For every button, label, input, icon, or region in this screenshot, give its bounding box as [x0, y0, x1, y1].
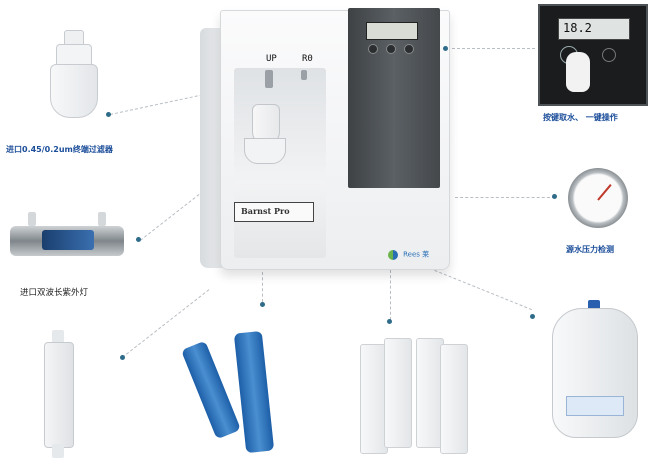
closeup-lcd: 18.2	[558, 18, 630, 40]
pp-cartridge-image	[360, 336, 470, 454]
control-panel	[348, 8, 440, 188]
logo-icon	[388, 249, 398, 260]
uv-lamp-image	[10, 212, 124, 264]
guide-line-membrane	[262, 272, 263, 302]
lcd-reading: 18.2	[563, 21, 592, 35]
collection-cup	[244, 138, 286, 164]
pressure-gauge-image	[568, 168, 628, 228]
ro-membrane-image	[180, 322, 282, 462]
panel-key-3[interactable]	[404, 44, 414, 54]
pp-cartridge-dot	[387, 319, 392, 324]
ro-nozzle[interactable]	[301, 70, 307, 80]
key-operation-dot	[443, 46, 448, 51]
closeup-button-2[interactable]	[602, 48, 616, 62]
cartridge-filter-image	[38, 330, 78, 460]
hand-pointer-icon	[566, 52, 590, 92]
brand-plate: Barnst Pro	[234, 202, 314, 222]
logo-text: Rees 莱	[403, 250, 430, 259]
guide-line-pp	[390, 270, 391, 320]
outlet-ro-label: R0	[302, 54, 313, 64]
brand-plate-text: Barnst Pro	[241, 206, 290, 216]
cartridge-filter-dot	[120, 355, 125, 360]
keypad-closeup: 18.2	[538, 4, 648, 106]
uv-lamp-label: 进口双波长紫外灯	[20, 288, 89, 298]
terminal-filter-label: 进口0.45/0.2um终端过滤器	[6, 145, 113, 154]
up-nozzle[interactable]	[265, 70, 273, 88]
dispense-recess	[234, 68, 326, 258]
panel-keypad[interactable]	[368, 44, 414, 54]
gauge-needle	[597, 184, 612, 201]
guide-line-tank	[429, 268, 532, 311]
water-purifier-unit: UP R0 Barnst Pro Rees 莱	[198, 8, 453, 274]
ro-membrane-dot	[260, 302, 265, 307]
terminal-filter-image	[44, 30, 104, 126]
terminal-filter-dot	[106, 112, 111, 117]
panel-key-2[interactable]	[386, 44, 396, 54]
brand-logo: Rees 莱	[388, 244, 429, 263]
guide-line-keypad	[447, 48, 535, 49]
panel-key-1[interactable]	[368, 44, 378, 54]
guide-line-gauge	[455, 197, 555, 198]
panel-screen	[366, 22, 418, 40]
pressure-tank-dot	[530, 314, 535, 319]
pressure-gauge-dot	[552, 194, 557, 199]
key-operation-label: 按键取水、 一键操作	[543, 113, 618, 122]
uv-lamp-dot	[136, 237, 141, 242]
pressure-gauge-label: 源水压力检测	[566, 245, 614, 254]
pressure-tank-image	[546, 300, 642, 446]
outlet-up-label: UP	[266, 54, 277, 64]
